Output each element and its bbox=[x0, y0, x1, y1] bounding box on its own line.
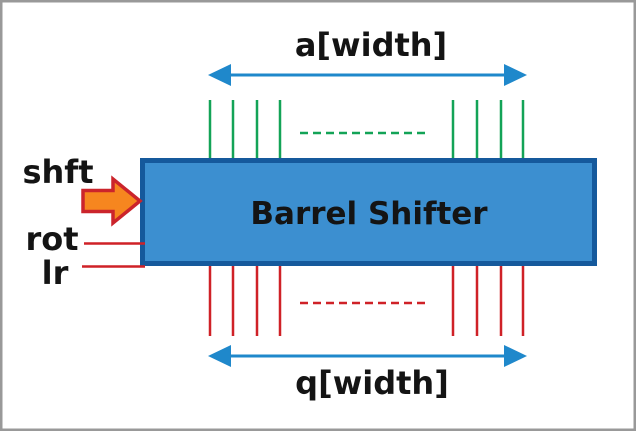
arrow-left-head bbox=[208, 345, 231, 367]
output-bus-label: q[width] bbox=[295, 364, 449, 402]
input-bus-lines bbox=[208, 100, 525, 165]
lr-signal-label: lr bbox=[42, 254, 69, 292]
input-bus-label: a[width] bbox=[295, 26, 447, 64]
arrow-right-head bbox=[504, 345, 527, 367]
output-width-span-arrow bbox=[208, 345, 527, 367]
arrow-left-head bbox=[208, 64, 231, 86]
barrel-shifter-box bbox=[140, 158, 597, 266]
output-bus-lines bbox=[208, 266, 525, 336]
arrow-right-head bbox=[504, 64, 527, 86]
input-width-span-arrow bbox=[208, 64, 527, 86]
rot-signal-label: rot bbox=[25, 220, 78, 258]
block-label: Barrel Shifter bbox=[250, 196, 488, 232]
shft-signal-label: shft bbox=[22, 153, 93, 191]
shft-block-arrow-icon bbox=[81, 175, 143, 227]
